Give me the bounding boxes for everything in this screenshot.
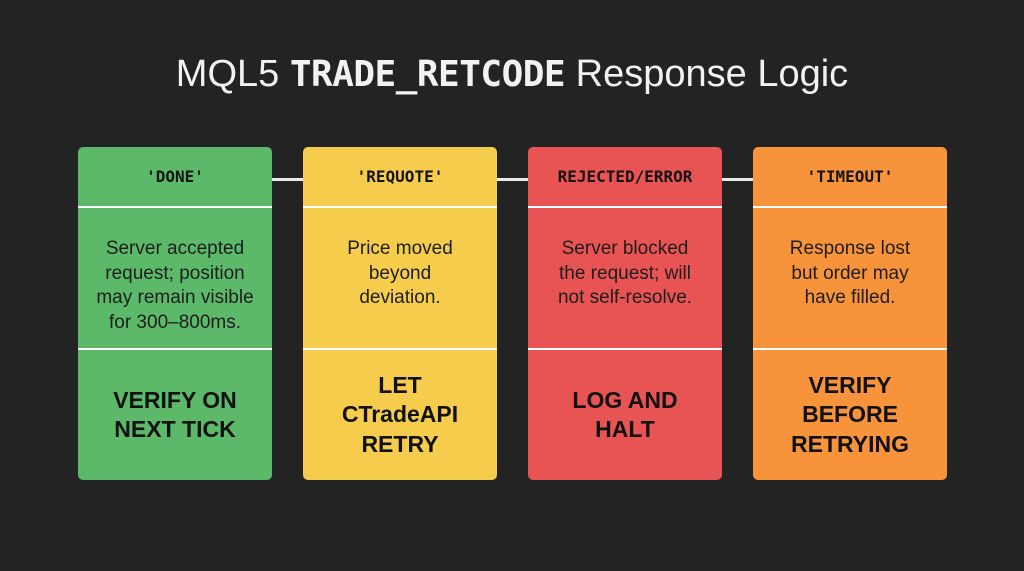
description-line: but order may [791, 262, 909, 284]
description-line: for 300–800ms. [108, 311, 242, 333]
divider [753, 206, 947, 208]
card-rejected-error: REJECTED/ERROR Server blocked the reques… [528, 147, 722, 480]
divider [303, 348, 497, 350]
card-description: Server blocked the request; will not sel… [534, 237, 716, 311]
card-timeout: 'TIMEOUT' Response lost but order may ha… [753, 147, 947, 480]
description-line: request; position [105, 262, 245, 284]
description-line: beyond [368, 262, 432, 284]
divider [528, 206, 722, 208]
action-line: NEXT TICK [114, 416, 236, 442]
divider [78, 206, 272, 208]
action-line: RETRY [361, 430, 439, 457]
card-requote: 'REQUOTE' Price moved beyond deviation. … [303, 147, 497, 480]
card-description: Server accepted request; position may re… [84, 237, 266, 335]
card-action: LOG AND HALT [532, 350, 718, 480]
connector-done-requote [271, 178, 303, 181]
action-line: VERIFY [808, 371, 892, 398]
connector-requote-rejected [496, 178, 528, 181]
description-line: not self-resolve. [557, 287, 693, 308]
description-line: Price moved [347, 238, 453, 259]
card-header: 'DONE' [146, 167, 204, 186]
description-line: deviation. [359, 287, 441, 308]
divider [78, 348, 272, 350]
description-line: have filled. [804, 287, 896, 308]
card-header: REJECTED/ERROR [557, 167, 693, 186]
card-description: Response lost but order may have filled. [759, 237, 941, 311]
description-line: Response lost [789, 238, 911, 259]
action-line: HALT [595, 416, 655, 442]
action-line: LET [378, 371, 422, 398]
diagram-title: MQL5 TRADE_RETCODE Response Logic [0, 46, 1024, 103]
connector-rejected-timeout [721, 178, 753, 181]
divider [303, 206, 497, 208]
card-action: VERIFY BEFORE RETRYING [757, 350, 943, 480]
action-line: LOG AND [572, 386, 678, 413]
title-prefix: MQL5 [175, 53, 280, 95]
card-header: 'TIMEOUT' [806, 167, 894, 186]
description-line: the request; will [558, 262, 691, 284]
description-line: Server accepted [105, 238, 245, 259]
card-header: 'REQUOTE' [356, 167, 444, 186]
card-description: Price moved beyond deviation. [309, 237, 491, 311]
card-action: LET CTradeAPI RETRY [307, 350, 493, 480]
description-line: may remain visible [96, 287, 254, 308]
action-line: VERIFY ON [113, 386, 237, 413]
card-action: VERIFY ON NEXT TICK [82, 350, 268, 480]
description-line: Server blocked [561, 238, 689, 259]
title-code: TRADE_RETCODE [289, 54, 566, 95]
divider [528, 348, 722, 350]
action-line: RETRYING [791, 430, 909, 457]
divider [753, 348, 947, 350]
action-line: BEFORE [802, 401, 898, 428]
title-suffix: Response Logic [575, 53, 849, 95]
card-done: 'DONE' Server accepted request; position… [78, 147, 272, 480]
action-line: CTradeAPI [341, 401, 459, 428]
